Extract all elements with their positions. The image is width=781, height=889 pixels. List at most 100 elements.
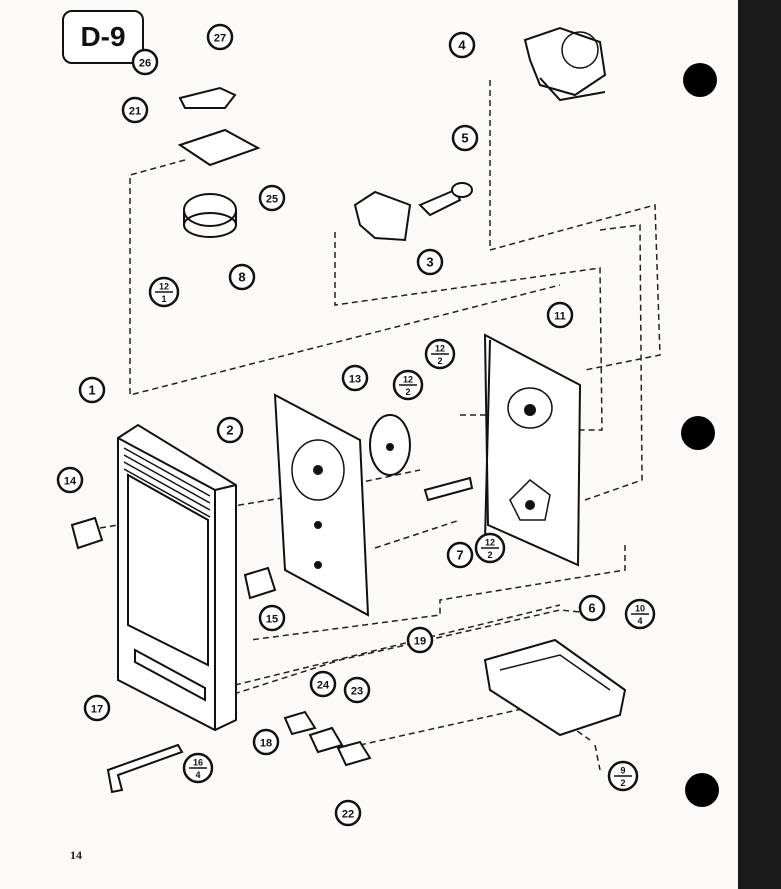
callout-layer: 1234567811131415171819212223242526271211… xyxy=(56,23,656,827)
fraction-callout-16-4: 164 xyxy=(182,752,214,784)
callout-circle xyxy=(131,48,159,76)
callout-5: 5 xyxy=(451,124,479,152)
gasket-disc-part xyxy=(369,414,411,476)
callout-4: 4 xyxy=(448,31,476,59)
callout-label: 15 xyxy=(266,614,278,626)
callout-27: 27 xyxy=(206,23,234,51)
mounting-bracket-part xyxy=(483,333,582,567)
callout-25: 25 xyxy=(258,184,286,212)
callout-label: 19 xyxy=(414,636,426,648)
callout-label: 7 xyxy=(456,548,463,563)
callout-circle xyxy=(343,676,371,704)
callout-circle xyxy=(216,416,244,444)
callout-label: 13 xyxy=(349,374,361,386)
callout-circle xyxy=(121,96,149,124)
fraction-callout-9-2: 92 xyxy=(607,760,639,792)
callout-23: 23 xyxy=(343,676,371,704)
callout-label: 23 xyxy=(351,686,363,698)
callout-circle xyxy=(451,124,479,152)
callout-label: 6 xyxy=(588,601,595,616)
fraction-callout-12-2: 122 xyxy=(474,532,506,564)
callout-24: 24 xyxy=(309,670,337,698)
fraction-denominator: 4 xyxy=(195,770,200,780)
back-plate-part xyxy=(273,393,370,617)
callout-label: 8 xyxy=(238,270,245,285)
shaft-part xyxy=(423,476,474,502)
fraction-denominator: 1 xyxy=(161,294,166,304)
callout-19: 19 xyxy=(406,626,434,654)
callout-label: 21 xyxy=(129,106,141,118)
top-bracket-part xyxy=(177,86,261,238)
fraction-denominator: 2 xyxy=(437,356,442,366)
binding-edge xyxy=(738,0,781,889)
callout-circle xyxy=(578,594,606,622)
fraction-numerator: 12 xyxy=(485,538,495,548)
callout-label: 14 xyxy=(64,476,77,488)
callout-circle xyxy=(258,184,286,212)
callout-label: 18 xyxy=(260,738,272,750)
fraction-denominator: 2 xyxy=(405,387,410,397)
callout-circle xyxy=(78,376,106,404)
callout-label: 24 xyxy=(317,680,330,692)
callout-label: 26 xyxy=(139,58,151,70)
callout-circle xyxy=(83,694,111,722)
fraction-numerator: 12 xyxy=(159,282,169,292)
callout-11: 11 xyxy=(546,301,574,329)
callout-6: 6 xyxy=(578,594,606,622)
callout-circle xyxy=(252,728,280,756)
callout-26: 26 xyxy=(131,48,159,76)
fraction-numerator: 9 xyxy=(620,766,625,776)
callout-label: 4 xyxy=(458,38,466,53)
wrench-part xyxy=(106,743,184,794)
switch-part xyxy=(353,182,473,242)
callout-label: 1 xyxy=(88,383,95,398)
knob-parts xyxy=(70,516,277,600)
page-number: 14 xyxy=(70,848,82,862)
fraction-numerator: 16 xyxy=(193,758,203,768)
callout-label: 2 xyxy=(226,423,233,438)
callout-circle xyxy=(546,301,574,329)
callout-label: 17 xyxy=(91,704,103,716)
callout-8: 8 xyxy=(228,263,256,291)
callout-17: 17 xyxy=(83,694,111,722)
callout-circle xyxy=(341,364,369,392)
front-frame-part xyxy=(117,423,237,732)
callout-circle xyxy=(416,248,444,276)
binder-hole-middle xyxy=(681,416,715,450)
callout-label: 22 xyxy=(342,809,354,821)
callout-label: 27 xyxy=(214,33,226,45)
callout-circle xyxy=(334,799,362,827)
fraction-callout-12-2: 122 xyxy=(424,338,456,370)
fraction-callout-10-4: 104 xyxy=(624,598,656,630)
callout-label: 5 xyxy=(461,131,468,146)
base-tray-part xyxy=(483,638,627,737)
callout-7: 7 xyxy=(446,541,474,569)
callout-circle xyxy=(448,31,476,59)
callout-3: 3 xyxy=(416,248,444,276)
fraction-callout-12-1: 121 xyxy=(148,276,180,308)
callout-21: 21 xyxy=(121,96,149,124)
callout-circle xyxy=(309,670,337,698)
callout-13: 13 xyxy=(341,364,369,392)
fraction-denominator: 2 xyxy=(620,778,625,788)
callout-label: 11 xyxy=(554,311,566,323)
fraction-callout-12-2: 122 xyxy=(392,369,424,401)
callout-14: 14 xyxy=(56,466,84,494)
binder-hole-top xyxy=(683,63,717,97)
callout-circle xyxy=(446,541,474,569)
page-tag: D-9 xyxy=(62,10,144,64)
callout-circle xyxy=(206,23,234,51)
terminal-block-parts xyxy=(283,710,372,767)
callout-label: 3 xyxy=(426,255,433,270)
callout-circle xyxy=(56,466,84,494)
callout-label: 25 xyxy=(266,194,278,206)
fraction-numerator: 10 xyxy=(635,604,645,614)
motor-part xyxy=(523,26,607,102)
fraction-denominator: 2 xyxy=(487,550,492,560)
callout-18: 18 xyxy=(252,728,280,756)
callout-22: 22 xyxy=(334,799,362,827)
callout-15: 15 xyxy=(258,604,286,632)
callout-circle xyxy=(406,626,434,654)
